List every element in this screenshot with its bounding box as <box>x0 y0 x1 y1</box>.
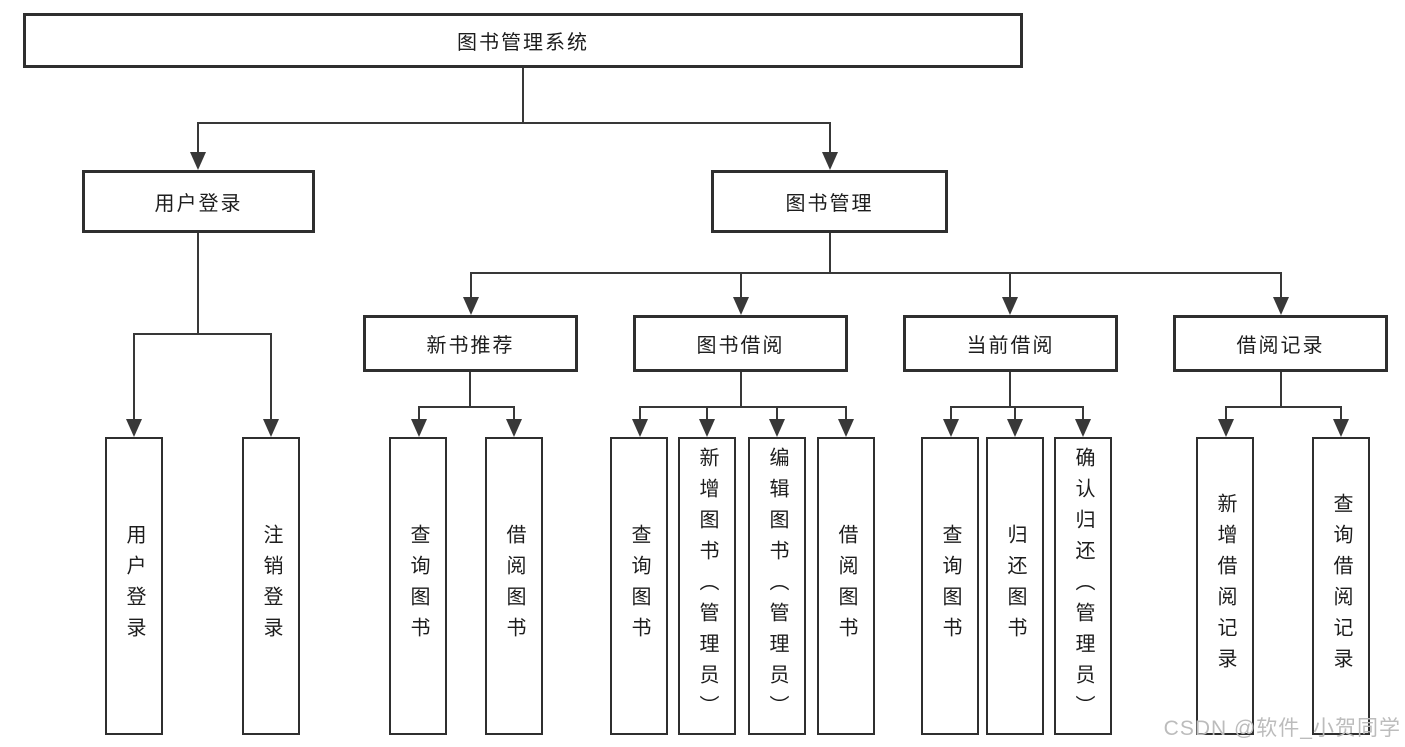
connector-drop-book-management <box>829 122 831 153</box>
connector-root-stub <box>522 68 524 122</box>
leaf-return-books: 归还图书 <box>986 437 1044 735</box>
node-book-borrowing: 图书借阅 <box>633 315 848 372</box>
connector-drop-user-login <box>197 122 199 153</box>
node-new-book-recommend-label: 新书推荐 <box>426 335 515 357</box>
leaf-query-books-recommend: 查询图书 <box>389 437 447 735</box>
node-borrow-records-label: 借阅记录 <box>1236 335 1325 357</box>
connector-management-stub <box>829 233 831 272</box>
node-book-management-label: 图书管理 <box>785 193 874 215</box>
connector-drop-book-borrow <box>740 272 742 298</box>
arrow-down-icon <box>1273 297 1289 315</box>
arrow-down-icon <box>733 297 749 315</box>
connector-section3-hbar <box>1225 406 1341 408</box>
leaf-query-books-borrow-label: 查询图书 <box>628 524 650 648</box>
connector-section0-stub <box>469 372 471 406</box>
connector-drop <box>1082 406 1084 419</box>
arrow-down-icon <box>1218 419 1234 437</box>
connector-drop <box>706 406 708 419</box>
connector-management-hbar <box>470 272 1281 274</box>
connector-drop <box>1340 406 1342 419</box>
connector-section1-stub <box>740 372 742 406</box>
leaf-query-borrow-record-label: 查询借阅记录 <box>1330 493 1352 679</box>
csdn-watermark: CSDN @软件_小贺同学 <box>1163 717 1401 740</box>
arrow-down-icon <box>463 297 479 315</box>
leaf-logout-login-label: 注销登录 <box>260 524 282 648</box>
arrow-down-icon <box>1333 419 1349 437</box>
leaf-borrow-books-recommend: 借阅图书 <box>485 437 543 735</box>
connector-drop <box>1225 406 1227 419</box>
leaf-query-books-current-label: 查询图书 <box>939 524 961 648</box>
connector-drop-current-borrow <box>1009 272 1011 298</box>
connector-drop <box>1014 406 1016 419</box>
arrow-down-icon <box>506 419 522 437</box>
leaf-query-books-current: 查询图书 <box>921 437 979 735</box>
leaf-add-books-admin: 新增图书（管理员） <box>678 437 736 735</box>
node-library-system: 图书管理系统 <box>23 13 1023 68</box>
leaf-logout-login: 注销登录 <box>242 437 300 735</box>
node-user-login-label: 用户登录 <box>154 193 243 215</box>
connector-drop <box>845 406 847 419</box>
node-book-management: 图书管理 <box>711 170 948 233</box>
node-new-book-recommend: 新书推荐 <box>363 315 578 372</box>
arrow-down-icon <box>769 419 785 437</box>
arrow-down-icon <box>838 419 854 437</box>
leaf-query-books-borrow: 查询图书 <box>610 437 668 735</box>
connector-login-hbar <box>133 333 271 335</box>
leaf-user-login: 用户登录 <box>105 437 163 735</box>
leaf-add-borrow-record-label: 新增借阅记录 <box>1214 493 1236 679</box>
node-borrow-records: 借阅记录 <box>1173 315 1388 372</box>
arrow-down-icon <box>822 152 838 170</box>
leaf-query-borrow-record: 查询借阅记录 <box>1312 437 1370 735</box>
connector-login-stub <box>197 233 199 333</box>
arrow-down-icon <box>1002 297 1018 315</box>
arrow-down-icon <box>411 419 427 437</box>
leaf-user-login-label: 用户登录 <box>123 524 145 648</box>
connector-drop <box>639 406 641 419</box>
node-library-system-label: 图书管理系统 <box>457 32 589 54</box>
leaf-confirm-return-admin-label: 确认归还（管理员） <box>1072 446 1094 726</box>
leaf-borrow-books-borrow-label: 借阅图书 <box>835 524 857 648</box>
arrow-down-icon <box>263 419 279 437</box>
arrow-down-icon <box>943 419 959 437</box>
connector-drop-leaf-logout <box>270 333 272 419</box>
leaf-return-books-label: 归还图书 <box>1004 524 1026 648</box>
connector-section2-hbar <box>950 406 1083 408</box>
node-current-borrowing: 当前借阅 <box>903 315 1118 372</box>
arrow-down-icon <box>126 419 142 437</box>
connector-root-hbar <box>197 122 831 124</box>
connector-drop <box>776 406 778 419</box>
node-user-login: 用户登录 <box>82 170 315 233</box>
node-current-borrowing-label: 当前借阅 <box>966 335 1055 357</box>
connector-drop-new-book <box>470 272 472 298</box>
arrow-down-icon <box>699 419 715 437</box>
connector-section2-stub <box>1009 372 1011 406</box>
leaf-borrow-books-borrow: 借阅图书 <box>817 437 875 735</box>
connector-section1-hbar <box>639 406 847 408</box>
connector-drop-leaf-user-login <box>133 333 135 419</box>
connector-section0-hbar <box>418 406 515 408</box>
connector-drop <box>418 406 420 419</box>
leaf-edit-books-admin: 编辑图书（管理员） <box>748 437 806 735</box>
arrow-down-icon <box>1075 419 1091 437</box>
node-book-borrowing-label: 图书借阅 <box>696 335 785 357</box>
leaf-borrow-books-recommend-label: 借阅图书 <box>503 524 525 648</box>
connector-drop <box>513 406 515 419</box>
leaf-confirm-return-admin: 确认归还（管理员） <box>1054 437 1112 735</box>
leaf-add-books-admin-label: 新增图书（管理员） <box>696 446 718 726</box>
connector-drop <box>950 406 952 419</box>
arrow-down-icon <box>632 419 648 437</box>
leaf-edit-books-admin-label: 编辑图书（管理员） <box>766 446 788 726</box>
arrow-down-icon <box>1007 419 1023 437</box>
leaf-query-books-recommend-label: 查询图书 <box>407 524 429 648</box>
connector-section3-stub <box>1280 372 1282 406</box>
arrow-down-icon <box>190 152 206 170</box>
leaf-add-borrow-record: 新增借阅记录 <box>1196 437 1254 735</box>
connector-drop-borrow-records <box>1280 272 1282 298</box>
